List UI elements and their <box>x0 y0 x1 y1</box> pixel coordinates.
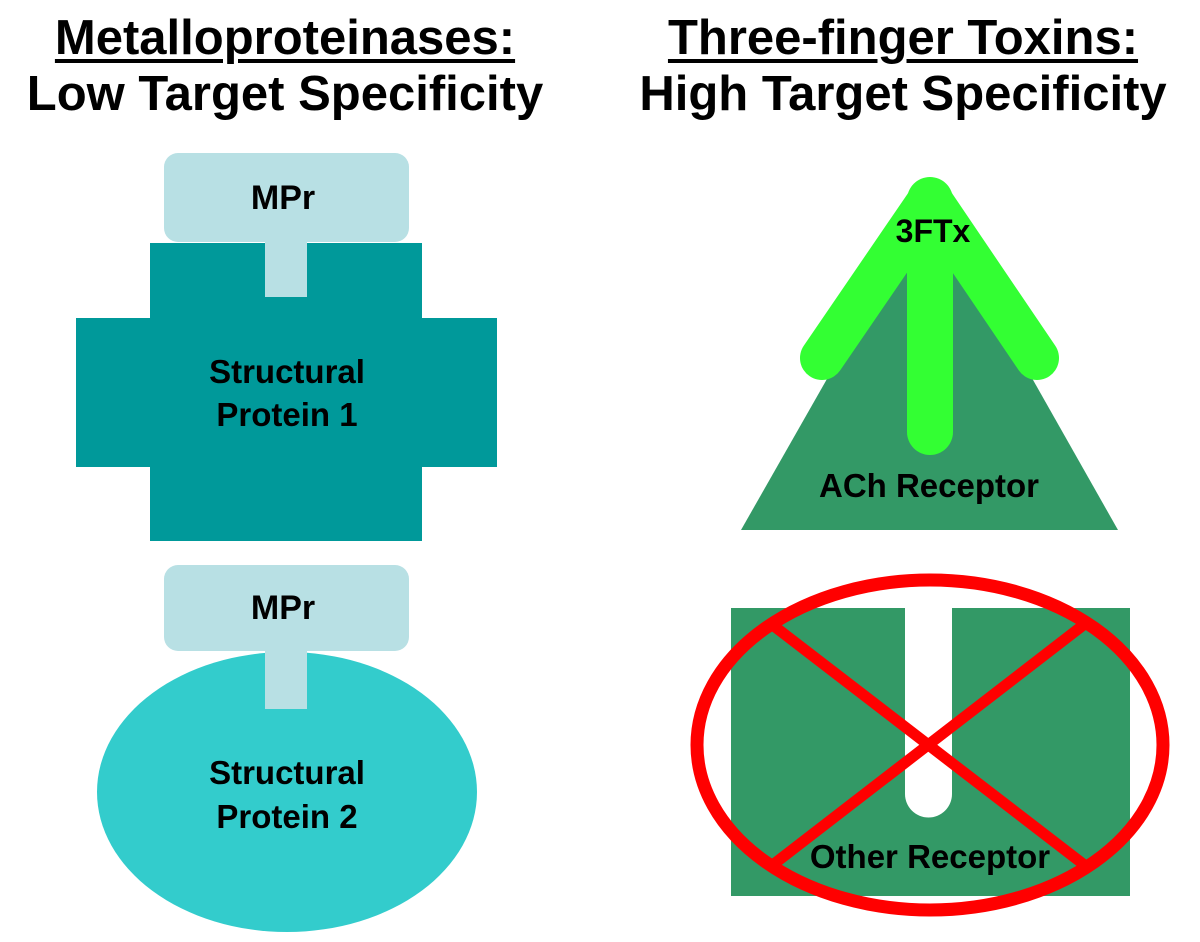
structural-protein-1-group: MPr Structural Protein 1 <box>76 153 497 541</box>
other-receptor-slot <box>905 608 952 818</box>
left-heading-subtitle: Low Target Specificity <box>26 67 544 121</box>
three-finger-toxin <box>800 177 1059 455</box>
toxin-label: 3FTx <box>896 213 971 249</box>
mpr-2-body <box>164 565 409 651</box>
other-receptor-group: Other Receptor <box>690 573 1170 917</box>
right-heading-title: Three-finger Toxins: <box>667 11 1139 65</box>
structural-protein-2-shape <box>97 652 477 932</box>
ach-receptor-group: 3FTx ACh Receptor <box>741 177 1118 530</box>
other-receptor-label: Other Receptor <box>810 838 1050 875</box>
cross-out-mark <box>690 573 1170 917</box>
cross-out-line-2 <box>766 618 1090 872</box>
ach-receptor-label: ACh Receptor <box>819 467 1039 504</box>
structural-protein-2-label-line1: Structural <box>209 754 365 791</box>
mpr-1-stem <box>265 240 307 297</box>
left-heading-title: Metalloproteinases: <box>54 11 516 65</box>
right-heading-subtitle: High Target Specificity <box>639 67 1167 121</box>
mpr-2-stem <box>265 648 307 709</box>
mpr-1-label: MPr <box>251 179 315 217</box>
structural-protein-1-label-line2: Protein 1 <box>216 396 357 433</box>
right-heading: Three-finger Toxins: High Target Specifi… <box>603 10 1200 122</box>
structural-protein-1-shape <box>76 243 497 541</box>
structural-protein-2-group: MPr Structural Protein 2 <box>97 565 477 932</box>
mpr-2-label: MPr <box>251 589 315 627</box>
cross-out-ellipse <box>690 573 1170 917</box>
structural-protein-2-label-line2: Protein 2 <box>216 798 357 835</box>
left-heading: Metalloproteinases: Low Target Specifici… <box>0 10 585 122</box>
structural-protein-1-label-line1: Structural <box>209 353 365 390</box>
mpr-1-body <box>164 153 409 242</box>
